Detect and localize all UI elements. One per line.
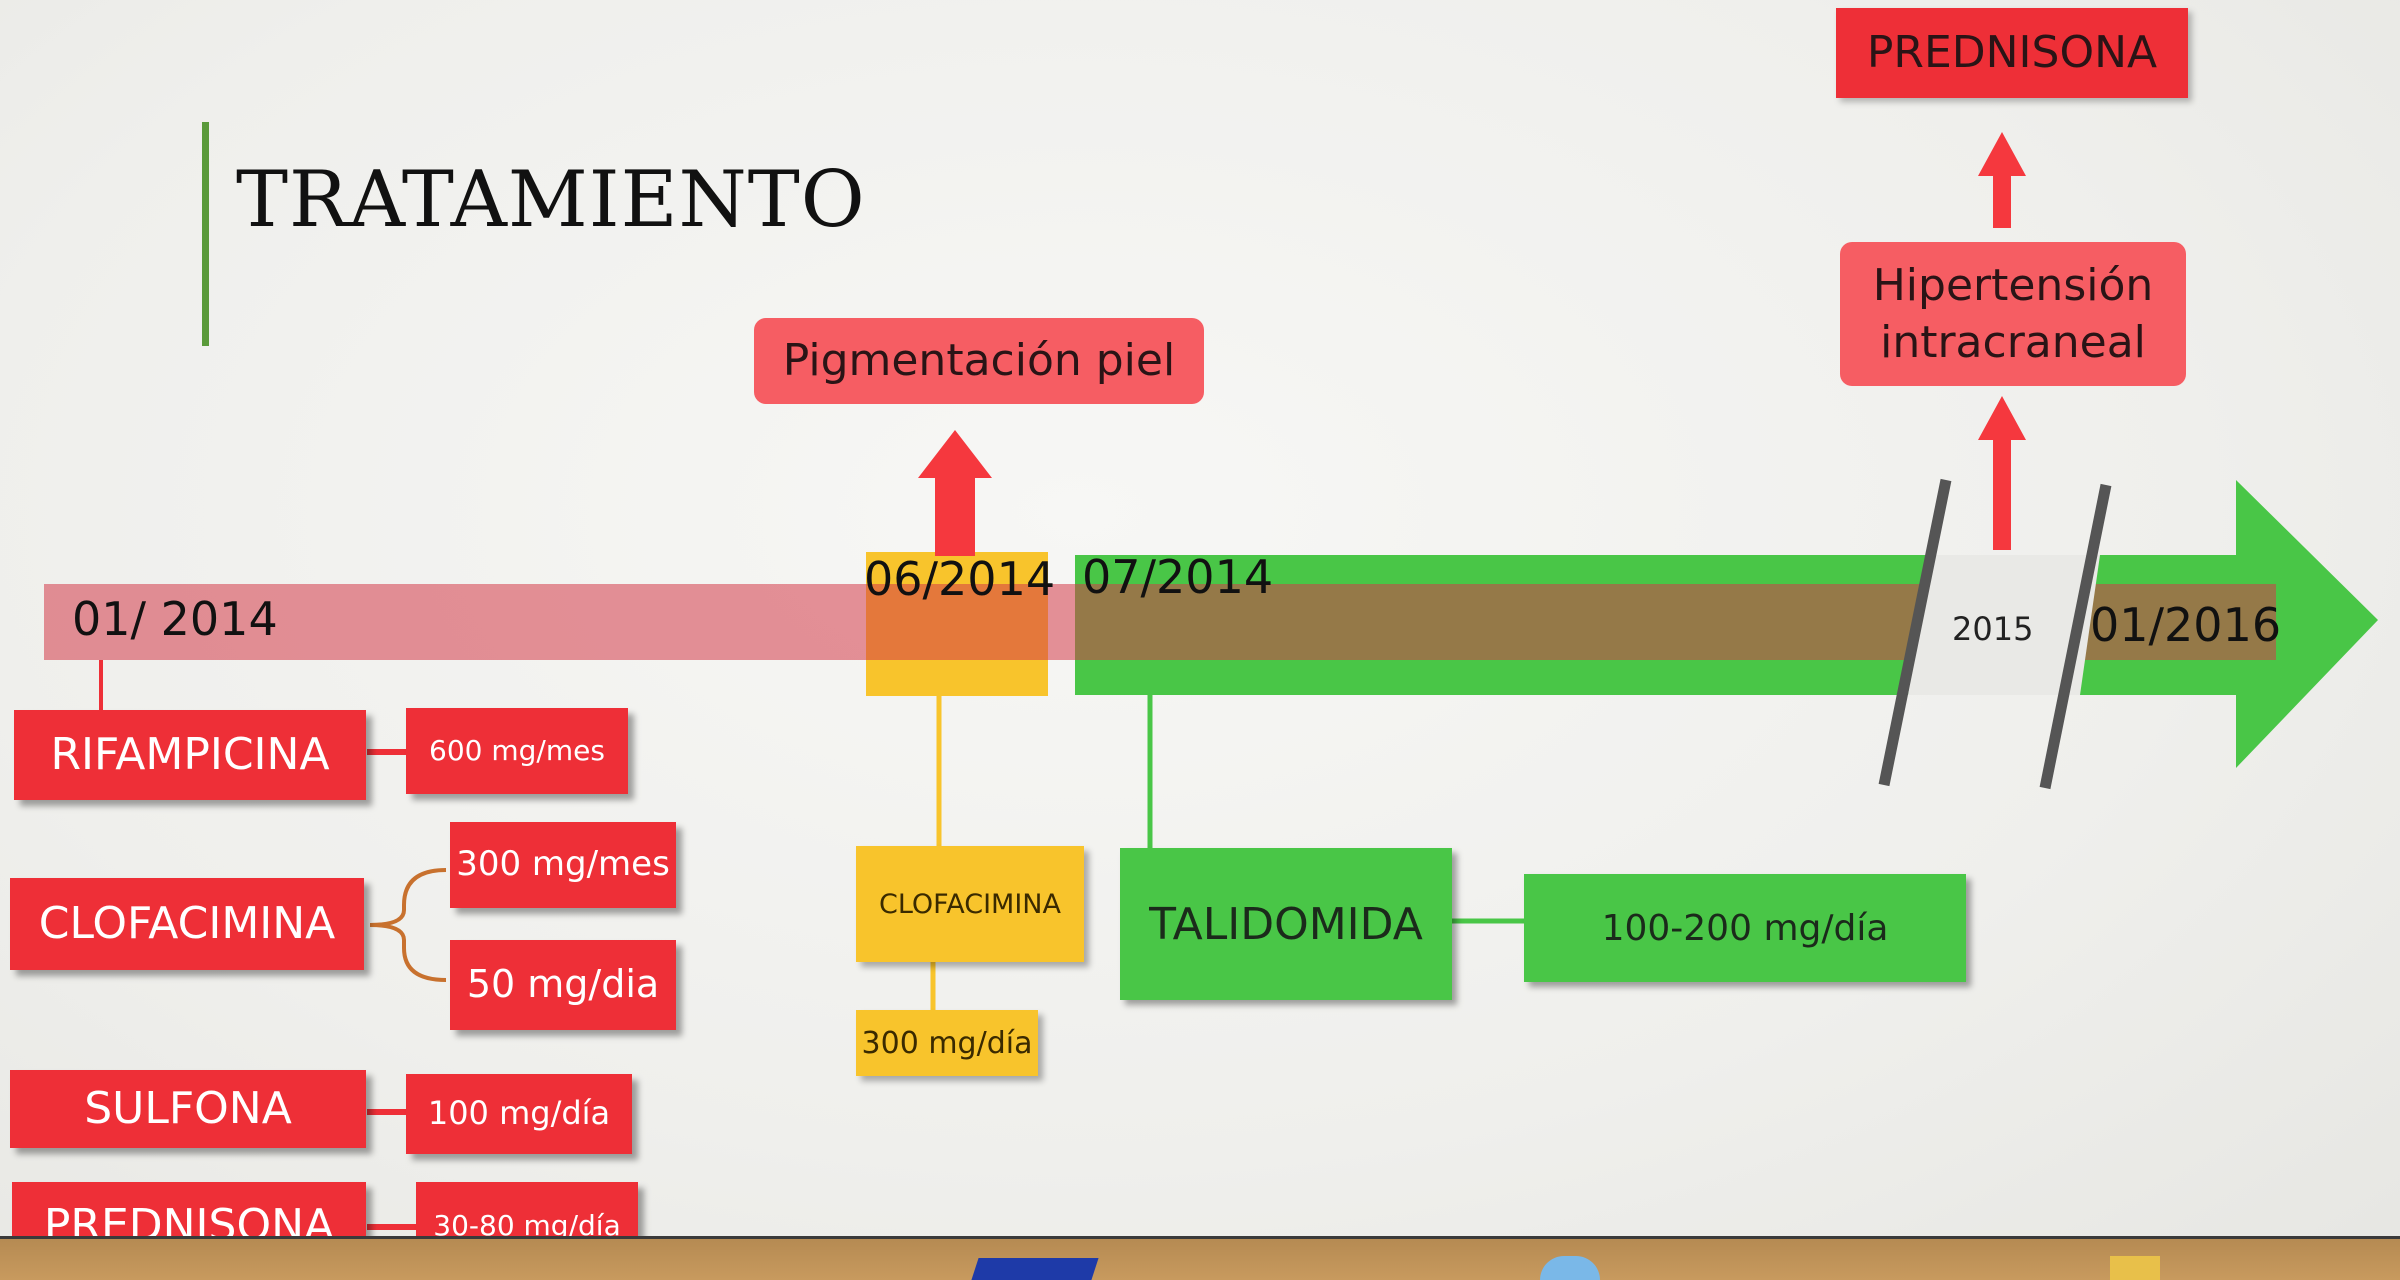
- break-slash-left: [1878, 478, 1952, 787]
- dose-label: 300 mg/día: [861, 1025, 1033, 1061]
- event-final-prednisona: PREDNISONA: [1836, 8, 2188, 98]
- red-timeline-band: [44, 584, 2276, 660]
- clofacimina-brace: [369, 868, 447, 982]
- break-slash-right: [2039, 483, 2112, 790]
- date-july: 07/2014: [1082, 550, 1274, 604]
- drug-sulfona: SULFONA: [10, 1070, 366, 1148]
- dose-label: 100 mg/día: [427, 1094, 611, 1133]
- dose-label: 30-80 mg/día: [433, 1209, 621, 1243]
- footer-logo-crown: [2110, 1256, 2160, 1280]
- event-label-line2: intracraneal: [1880, 317, 2146, 368]
- drug-label: CLOFACIMINA: [38, 897, 336, 949]
- event-hypertension: Hipertensión intracraneal: [1840, 242, 2186, 386]
- footer-logo-left: [971, 1258, 1099, 1280]
- july-dose: 100-200 mg/día: [1524, 874, 1966, 982]
- dose-label: 300 mg/mes: [456, 844, 670, 885]
- drug-label: CLOFACIMINA: [879, 888, 1061, 920]
- drug-clofacimina: CLOFACIMINA: [10, 878, 364, 970]
- pigmentation-arrow: [918, 430, 992, 556]
- date-mid-year: 2015: [1952, 610, 2034, 648]
- dose-label: 600 mg/mes: [429, 734, 605, 768]
- dose-clofacimina-2: 50 mg/dia: [450, 940, 676, 1030]
- title-accent-bar: [202, 122, 209, 346]
- prednisona-arrow: [1978, 132, 2026, 228]
- june-drug-clofacimina: CLOFACIMINA: [856, 846, 1084, 962]
- page-title: TRATAMIENTO: [236, 155, 866, 245]
- date-end: 01/2016: [2090, 598, 2282, 652]
- event-label-line1: Hipertensión: [1872, 259, 2154, 311]
- footer-logo-right: [1540, 1256, 1600, 1280]
- drug-label: RIFAMPICINA: [50, 728, 330, 780]
- footer-strip: [0, 1238, 2400, 1280]
- drug-label: TALIDOMIDA: [1149, 898, 1423, 950]
- dose-label: 100-200 mg/día: [1601, 907, 1889, 949]
- timeline-break-gap: [1908, 555, 2100, 695]
- dose-clofacimina-1: 300 mg/mes: [450, 822, 676, 908]
- dose-label: 50 mg/dia: [466, 962, 660, 1007]
- dose-rifampicina: 600 mg/mes: [406, 708, 628, 794]
- june-dose: 300 mg/día: [856, 1010, 1038, 1076]
- event-pigmentation: Pigmentación piel: [754, 318, 1204, 404]
- hypertension-arrow: [1978, 396, 2026, 550]
- event-label: Pigmentación piel: [782, 335, 1176, 387]
- drug-label: SULFONA: [84, 1082, 292, 1134]
- footer-divider: [0, 1236, 2400, 1239]
- date-june: 06/2014: [864, 552, 1056, 606]
- event-label: PREDNISONA: [1866, 26, 2158, 78]
- july-drug-talidomida: TALIDOMIDA: [1120, 848, 1452, 1000]
- date-start: 01/ 2014: [72, 592, 278, 646]
- dose-sulfona: 100 mg/día: [406, 1074, 632, 1154]
- drug-rifampicina: RIFAMPICINA: [14, 710, 366, 800]
